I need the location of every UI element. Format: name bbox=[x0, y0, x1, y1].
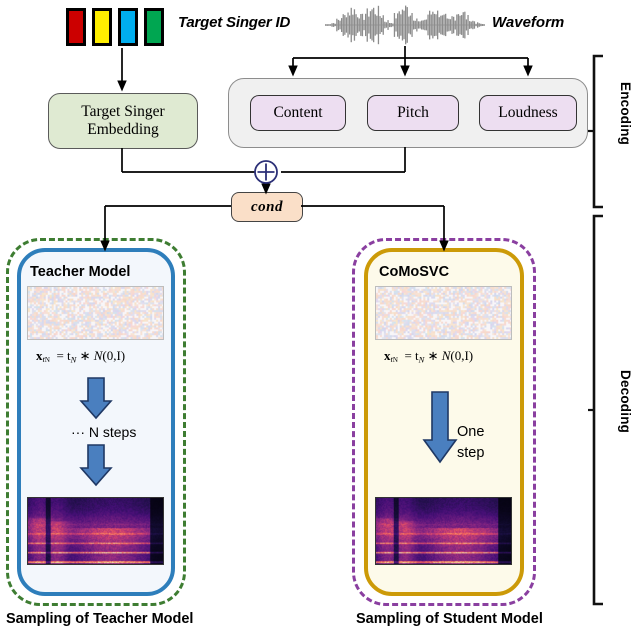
swatch-green bbox=[144, 8, 164, 46]
waveform-icon bbox=[325, 4, 485, 46]
teacher-n-steps-label: ··· N steps bbox=[71, 424, 136, 440]
encoding-bracket-label: Encoding bbox=[618, 82, 633, 145]
swatch-blue bbox=[118, 8, 138, 46]
teacher-caption: Sampling of Teacher Model bbox=[6, 611, 193, 627]
teacher-model-title: Teacher Model bbox=[30, 264, 130, 280]
target-singer-embedding-box[interactable]: Target Singer Embedding bbox=[48, 93, 198, 149]
encoder-loudness-label: Loudness bbox=[498, 104, 557, 122]
cond-box[interactable]: cond bbox=[231, 192, 303, 222]
encoder-loudness-box[interactable]: Loudness bbox=[479, 95, 577, 131]
encoder-pitch-label: Pitch bbox=[397, 104, 429, 122]
plus-circle-icon bbox=[255, 161, 277, 183]
swatch-red bbox=[66, 8, 86, 46]
encoding-bracket bbox=[594, 56, 603, 207]
student-model-title: CoMoSVC bbox=[379, 264, 449, 280]
encoder-content-box[interactable]: Content bbox=[250, 95, 346, 131]
decoding-bracket bbox=[594, 216, 603, 604]
one-step-line-2: step bbox=[457, 445, 484, 461]
embedding-line-1: Target Singer bbox=[81, 103, 164, 120]
teacher-spectrogram-image bbox=[27, 497, 164, 565]
student-equation: xtN = tN ∗ N(0,I) bbox=[384, 348, 473, 364]
embedding-line-2: Embedding bbox=[87, 121, 158, 138]
one-step-line-1: One bbox=[457, 424, 484, 440]
encoder-pitch-box[interactable]: Pitch bbox=[367, 95, 459, 131]
target-singer-id-label: Target Singer ID bbox=[178, 14, 290, 31]
student-spectrogram-image bbox=[375, 497, 512, 565]
encoder-content-label: Content bbox=[273, 104, 322, 122]
teacher-equation: xtN = tN ∗ N(0,I) bbox=[36, 348, 125, 364]
decoding-bracket-label: Decoding bbox=[618, 370, 633, 433]
student-one-step-label: One step bbox=[457, 422, 484, 464]
waveform-label: Waveform bbox=[492, 14, 564, 31]
student-caption: Sampling of Student Model bbox=[356, 611, 543, 627]
swatch-yellow bbox=[92, 8, 112, 46]
teacher-noise-image bbox=[27, 286, 164, 340]
cond-label: cond bbox=[251, 199, 283, 216]
student-noise-image bbox=[375, 286, 512, 340]
target-singer-id-swatches bbox=[66, 8, 170, 46]
